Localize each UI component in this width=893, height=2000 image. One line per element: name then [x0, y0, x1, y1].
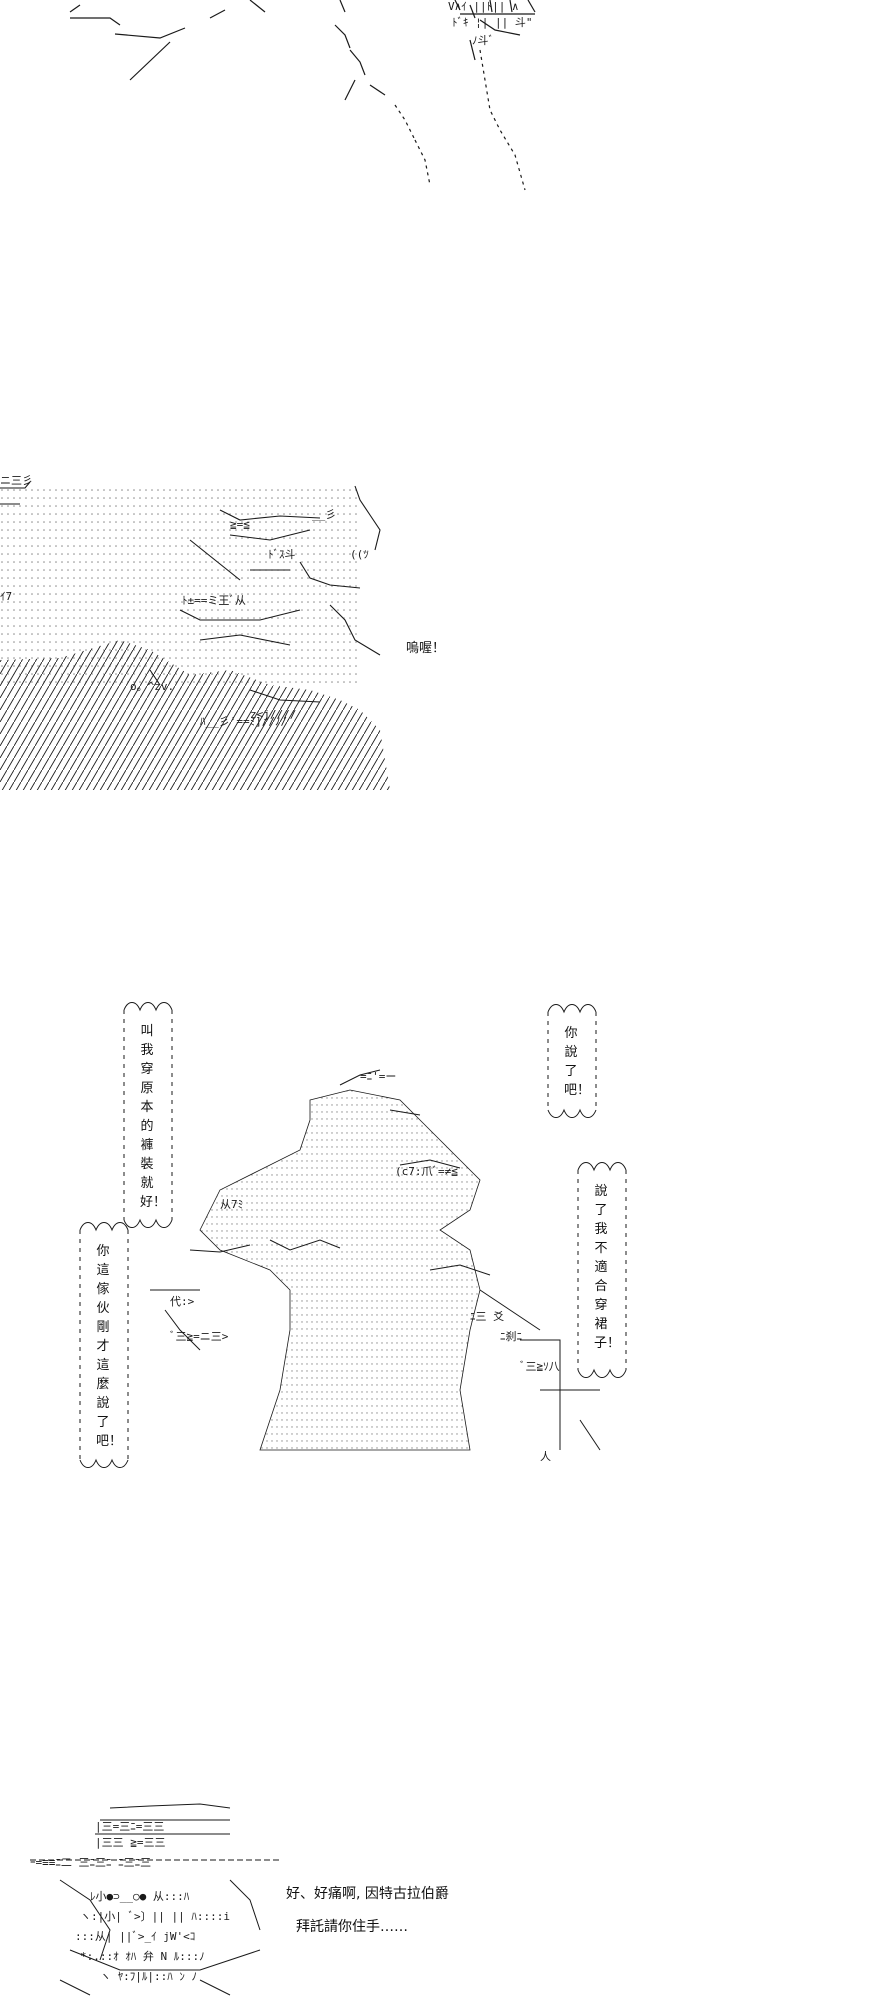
speech-bubble-right-top: 你說了吧！	[564, 1024, 591, 1100]
svg-text:z<j////: z<j////	[250, 708, 296, 721]
svg-text:ヽ:|小| ﾞ>〕|| || ﾊ::::i: ヽ:|小| ﾞ>〕|| || ﾊ::::i	[80, 1910, 230, 1923]
svg-text:ﾆ三 爻: ﾆ三 爻	[470, 1310, 504, 1323]
svg-text:ﾄﾞｽ斗: ﾄﾞｽ斗	[268, 548, 296, 561]
svg-text:ｲ7: ｲ7	[0, 590, 12, 603]
ascii-art-character-with-bubbles: =ﾆ'=ー (c7:爪ﾞ=≠≦ 从7ﾐ 代:> ﾞ三≧=ニ三> ﾆ三 爻 ﾆ刹ﾆ…	[79, 1002, 627, 1468]
svg-text:=ﾆ'=ー: =ﾆ'=ー	[360, 1070, 396, 1083]
ascii-art-small-character: |三=三ﾆ=三三 |三三 ≧=三三 ｰ=≡≡ﾆ二 三ﾆ三ﾆ ﾆ三ﾆ三 ﾚ小●⊃_…	[30, 1803, 280, 1996]
svg-text:ﾄ±==ミ王ﾞ从: ﾄ±==ミ王ﾞ从	[182, 594, 246, 607]
svg-text:≧=≦: ≧=≦	[230, 518, 250, 531]
ascii-art-dotted-scene: ニ三彡 ≧=≦ __彡 ((ﾂ ﾄﾞｽ斗 ｲ7 ﾄ±==ミ王ﾞ从 o。^zv. …	[0, 474, 390, 790]
speech-bubble-right-bottom-text: 說了我不適合穿裙子！	[594, 1184, 621, 1351]
panel-scene-shout: ニ三彡 ≧=≦ __彡 ((ﾂ ﾄﾞｽ斗 ｲ7 ﾄ±==ミ王ﾞ从 o。^zv. …	[0, 470, 893, 800]
svg-text:|三=三ﾆ=三三: |三=三ﾆ=三三	[95, 1820, 164, 1833]
svg-text:人: 人	[540, 1450, 551, 1463]
panel-argument: =ﾆ'=ー (c7:爪ﾞ=≠≦ 从7ﾐ 代:> ﾞ三≧=ニ三> ﾆ三 爻 ﾆ刹ﾆ…	[0, 990, 893, 1490]
svg-text:ﾊ__彡'==ﾐ]//ﾉ/: ﾊ__彡'==ﾐ]//ﾉ/	[200, 715, 287, 728]
svg-text:V∧ｲ ||ﾄ|| ∧: V∧ｲ ||ﾄ|| ∧	[448, 0, 519, 13]
svg-text:o。^zv.: o。^zv.	[130, 680, 174, 693]
plea-line-2: 拜託請你住手……	[296, 1919, 408, 1935]
shout-line: 嗚喔！	[406, 641, 446, 656]
svg-text:__彡: __彡	[312, 508, 336, 521]
svg-text:ﾞ三≧=ニ三>: ﾞ三≧=ニ三>	[170, 1330, 229, 1343]
panel-plea: |三=三ﾆ=三三 |三三 ≧=三三 ｰ=≡≡ﾆ二 三ﾆ三ﾆ ﾆ三ﾆ三 ﾚ小●⊃_…	[0, 1800, 893, 2000]
svg-text:ﾉ斗ﾞ: ﾉ斗ﾞ	[472, 34, 494, 47]
svg-text:ﾞ三≧ｿ八: ﾞ三≧ｿ八	[520, 1360, 560, 1373]
svg-text:ｰ=≡≡ﾆ二 三ﾆ三ﾆ ﾆ三ﾆ三: ｰ=≡≡ﾆ二 三ﾆ三ﾆ ﾆ三ﾆ三	[30, 1856, 151, 1869]
ascii-art-fragment: V∧ｲ ||ﾄ|| ∧ ﾄﾞｷ ¦| || 斗" ﾉ斗ﾞ	[69, 0, 536, 191]
svg-text:*:.::ｵ ｵﾊ 弁 N ﾙ:::ﾉ: *:.::ｵ ｵﾊ 弁 N ﾙ:::ﾉ	[80, 1949, 205, 1963]
svg-text:ニ三彡: ニ三彡	[0, 474, 33, 487]
svg-text:(c7:爪ﾞ=≠≦: (c7:爪ﾞ=≠≦	[395, 1165, 458, 1178]
plea-line-1: 好、好痛啊, 因特古拉伯爵	[286, 1886, 449, 1902]
svg-text:ﾄﾞｷ ¦| || 斗": ﾄﾞｷ ¦| || 斗"	[452, 16, 532, 29]
svg-text:((ﾂ: ((ﾂ	[350, 548, 369, 561]
svg-text:|三三 ≧=三三: |三三 ≧=三三	[95, 1836, 166, 1849]
svg-text::::从| ||ﾞ>_ｲ jW'<ｺ: :::从| ||ﾞ>_ｲ jW'<ｺ	[75, 1930, 195, 1943]
svg-text:ﾚ小●⊃__○● 从:::ﾊ: ﾚ小●⊃__○● 从:::ﾊ	[90, 1890, 190, 1903]
svg-text:ﾆ刹ﾆ: ﾆ刹ﾆ	[500, 1330, 522, 1343]
speech-bubble-right-top-text: 你說了吧！	[564, 1026, 591, 1098]
speech-bubble-right-bottom: 說了我不適合穿裙子！	[594, 1182, 621, 1353]
speech-bubble-left-bottom-text: 你這傢伙剛才這麼說了吧！	[96, 1244, 123, 1449]
speech-bubble-left-bottom: 你這傢伙剛才這麼說了吧！	[96, 1242, 123, 1451]
speech-bubble-left-top: 叫我穿原本的褲裝就好！	[140, 1022, 167, 1212]
speech-bubble-left-top-text: 叫我穿原本的褲裝就好！	[140, 1024, 167, 1210]
panel-top-fragment: V∧ｲ ||ﾄ|| ∧ ﾄﾞｷ ¦| || 斗" ﾉ斗ﾞ	[0, 0, 893, 220]
svg-text:ヽ ﾔ:ﾌ|ﾙ|::ﾊ ﾝ ﾉ: ヽ ﾔ:ﾌ|ﾙ|::ﾊ ﾝ ﾉ	[100, 1970, 197, 1983]
svg-text:代:>: 代:>	[170, 1295, 195, 1308]
svg-text:从7ﾐ: 从7ﾐ	[220, 1198, 243, 1211]
